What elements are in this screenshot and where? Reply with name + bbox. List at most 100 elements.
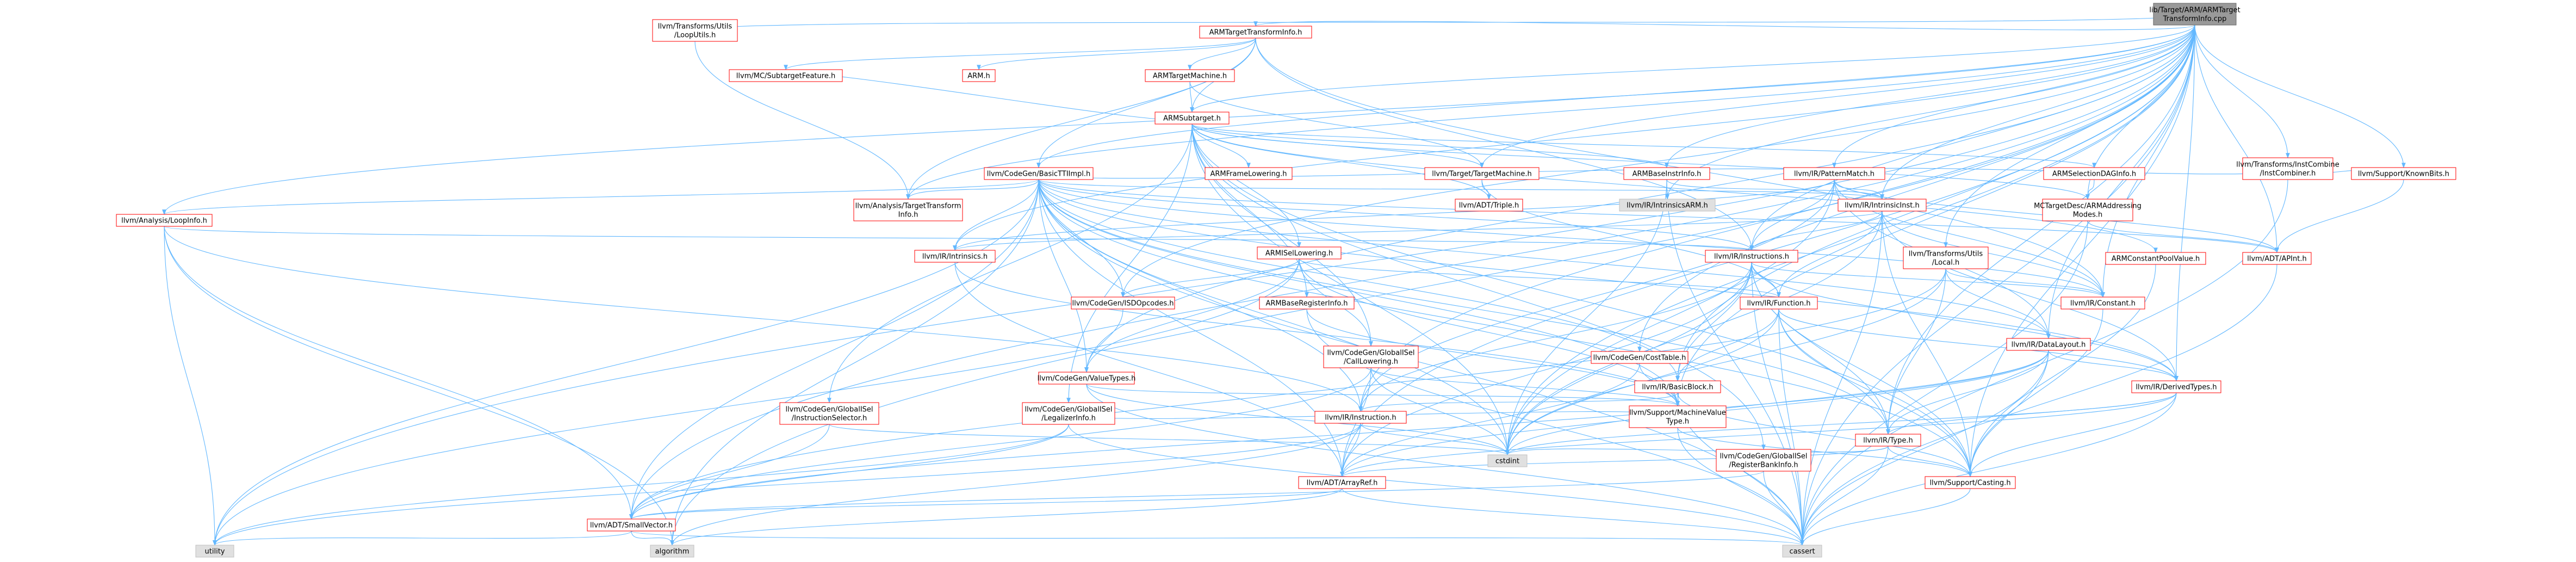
node-ir_ii[interactable]: llvm/IR/IntrinsicInst.h [1838, 199, 1927, 212]
node-armbri[interactable]: ARMBaseRegisterInfo.h [1259, 297, 1355, 310]
node-armtti_h[interactable]: ARMTargetTransformInfo.h [1199, 26, 1312, 39]
node-ir_instr[interactable]: llvm/IR/Instruction.h [1314, 411, 1407, 424]
node-cg_gi_cl[interactable]: llvm/CodeGen/GlobalISel/CallLowering.h [1323, 345, 1419, 368]
node-ttu_local[interactable]: llvm/Transforms/Utils/Local.h [1903, 246, 1989, 269]
node-adt_sv[interactable]: llvm/ADT/SmallVector.h [587, 518, 676, 532]
node-armfl[interactable]: ARMFrameLowering.h [1205, 167, 1293, 180]
node-box [779, 402, 879, 425]
node-armcpv[interactable]: ARMConstantPoolValue.h [2105, 252, 2206, 265]
edge-ir_inst-to-ir_type [1751, 262, 1890, 435]
edge-armsub-to-cg_gi_rbi [1191, 123, 1766, 450]
node-arm_h[interactable]: ARM.h [962, 69, 996, 82]
node-armsub[interactable]: ARMSubtarget.h [1154, 112, 1230, 125]
node-label: llvm/ADT/ArrayRef.h [1307, 479, 1378, 487]
edge-adt_ar-to-cassert [1342, 488, 1804, 546]
edge-an_loop-to-ir_instr [164, 226, 1363, 412]
node-label: /RegisterBankInfo.h [1729, 461, 1798, 470]
node-adt_triple[interactable]: llvm/ADT/Triple.h [1455, 199, 1523, 212]
node-box [1323, 345, 1419, 368]
edge-cg_gi_cl-to-smvt [1370, 367, 1680, 407]
node-ir_dl[interactable]: llvm/IR/DataLayout.h [2006, 338, 2091, 351]
edge-ir_instr-to-adt_ar [1340, 423, 1361, 478]
edge-ir_instr-to-algorithm [670, 423, 1361, 546]
node-ir_type[interactable]: llvm/IR/Type.h [1855, 434, 1921, 447]
node-label: llvm/ADT/APInt.h [2247, 255, 2306, 263]
node-cg_btti[interactable]: llvm/CodeGen/BasicTTIImpl.h [984, 167, 1094, 180]
node-ir_dt[interactable]: llvm/IR/DerivedTypes.h [2131, 380, 2221, 393]
node-target_tm[interactable]: llvm/Target/TargetMachine.h [1424, 167, 1540, 180]
node-ir_pm[interactable]: llvm/IR/PatternMatch.h [1783, 167, 1885, 180]
node-ttu_loop[interactable]: llvm/Transforms/Utils/LoopUtils.h [652, 19, 738, 42]
node-label: llvm/IR/DerivedTypes.h [2136, 384, 2217, 392]
edge-ir_ii-to-ir_const [1882, 211, 2105, 298]
node-label: llvm/IR/IntrinsicsARM.h [1627, 202, 1708, 210]
edge-root-to-cassert [1800, 24, 2195, 546]
edge-ir_fn-to-ir_dt [1778, 308, 2178, 382]
node-label: llvm/Transforms/Utils [658, 23, 733, 31]
node-cg_vt[interactable]: llvm/CodeGen/ValueTypes.h [1038, 372, 1136, 385]
edge-armtti_h-to-arm_h [977, 38, 1256, 71]
node-box [1455, 199, 1523, 212]
node-label: llvm/MC/SubtargetFeature.h [736, 72, 835, 81]
edge-root-to-ir_dl [2046, 24, 2195, 339]
edge-root-to-cg_isd [1121, 24, 2195, 298]
edge-ir_dl-to-ir_type [1886, 350, 2049, 435]
node-label: llvm/Transforms/InstCombine [2236, 161, 2339, 169]
edge-cg_btti-to-adt_sv [629, 179, 1039, 520]
edge-cg_gi_rbi-to-adt_sv [629, 471, 1764, 520]
node-armisel[interactable]: ARMISelLowering.h [1257, 246, 1342, 260]
node-label: ARMBaseInstrInfo.h [1632, 170, 1702, 178]
node-label: ARMFrameLowering.h [1210, 170, 1287, 178]
node-label: /InstCombiner.h [2260, 170, 2316, 178]
edge-cg_gi_li-to-utility [213, 424, 1069, 546]
edge-armbri-to-cassert [1306, 308, 1804, 546]
node-root[interactable]: lib/Target/ARM/ARMTargetTransformInfo.cp… [2149, 3, 2240, 26]
edge-armsub-to-mc_aam [1191, 123, 2090, 200]
node-label: llvm/IR/PatternMatch.h [1794, 170, 1874, 178]
node-armsdi[interactable]: ARMSelectionDAGInfo.h [2043, 167, 2145, 180]
edge-armsub-to-cg_gi_cl [1191, 123, 1373, 347]
edge-ir_ii-to-ir_inst [1749, 211, 1883, 251]
node-adt_apint[interactable]: llvm/ADT/APInt.h [2242, 252, 2312, 265]
edge-armisel-to-ir_fn [1299, 258, 1781, 298]
node-box [1257, 246, 1342, 260]
node-cg_isd[interactable]: llvm/CodeGen/ISDOpcodes.h [1071, 297, 1175, 310]
edge-cg_btti-to-cassert [1038, 179, 1804, 546]
node-adt_ar[interactable]: llvm/ADT/ArrayRef.h [1298, 476, 1386, 489]
node-box [650, 545, 694, 558]
node-cg_gi_is[interactable]: llvm/CodeGen/GlobalISel/InstructionSelec… [779, 402, 879, 425]
node-ir_bb[interactable]: llvm/IR/BasicBlock.h [1634, 380, 1721, 393]
node-armtm[interactable]: ARMTargetMachine.h [1145, 69, 1235, 82]
node-armbi[interactable]: ARMBaseInstrInfo.h [1623, 167, 1710, 180]
node-box [1038, 372, 1135, 385]
edge-root-to-kb [2194, 24, 2406, 169]
edge-cg_btti-to-smvt [1038, 179, 1680, 407]
node-box [1925, 476, 2016, 489]
node-label: cassert [1789, 548, 1815, 556]
node-ir_intr[interactable]: llvm/IR/Intrinsics.h [914, 250, 996, 263]
node-label: utility [205, 548, 225, 556]
node-cg_ct[interactable]: llvm/CodeGen/CostTable.h [1591, 351, 1689, 364]
dependency-edges [162, 14, 2406, 546]
edge-armsub-to-armfl [1191, 123, 1251, 169]
node-ir_const[interactable]: llvm/IR/Constant.h [2060, 297, 2145, 310]
edge-ir_inst-to-cassert [1751, 262, 1804, 546]
node-an_loop[interactable]: llvm/Analysis/LoopInfo.h [116, 214, 213, 227]
node-ir_inst[interactable]: llvm/IR/Instructions.h [1705, 250, 1798, 263]
node-box [2006, 338, 2091, 351]
node-ir_fn[interactable]: llvm/IR/Function.h [1740, 297, 1818, 310]
edge-cg_gi_li-to-adt_sv [629, 424, 1069, 520]
node-mc_sub[interactable]: llvm/MC/SubtargetFeature.h [729, 69, 843, 82]
node-scast[interactable]: llvm/Support/Casting.h [1925, 476, 2016, 489]
node-an_tti[interactable]: llvm/Analysis/TargetTransformInfo.h [853, 199, 963, 221]
node-tic[interactable]: llvm/Transforms/InstCombine/InstCombiner… [2236, 157, 2339, 180]
node-cg_gi_li[interactable]: llvm/CodeGen/GlobalISel/LegalizerInfo.h [1022, 402, 1115, 425]
node-box [116, 214, 213, 227]
edge-ir_inst-to-ir_dt [1751, 262, 2178, 382]
edge-root-to-adt_apint [2194, 24, 2279, 254]
node-kb[interactable]: llvm/Support/KnownBits.h [2351, 167, 2456, 180]
edge-armbi-to-ir_ii [1666, 179, 1884, 200]
node-cg_gi_rbi[interactable]: llvm/CodeGen/GlobalISel/RegisterBankInfo… [1716, 449, 1811, 472]
